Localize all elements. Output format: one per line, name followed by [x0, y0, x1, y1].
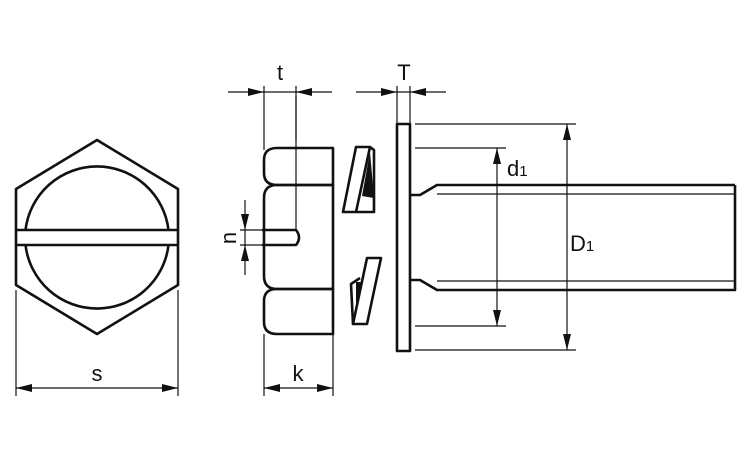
head-slot	[262, 228, 301, 247]
s-arrow-left	[16, 384, 32, 392]
k-arrow-left	[264, 384, 280, 392]
s-arrow-right	[162, 384, 178, 392]
label-n: n	[216, 232, 241, 244]
spring-washer-lower	[351, 256, 383, 326]
spring-washer-upper-shade	[362, 152, 374, 198]
n-arrow-bottom	[241, 245, 249, 261]
D1-arrow-top	[563, 124, 571, 140]
spring-washer-upper-edge	[356, 145, 376, 214]
k-arrow-right	[317, 384, 333, 392]
label-s: s	[92, 361, 103, 386]
head-middle-flat	[262, 183, 335, 291]
screw-shank	[410, 183, 737, 292]
label-k: k	[293, 361, 305, 386]
n-arrow-top	[241, 214, 249, 230]
label-T: T	[397, 60, 410, 85]
head-upper-flat	[262, 146, 335, 187]
label-D1-main: D	[570, 231, 586, 256]
hex-outline	[14, 138, 180, 336]
side-view: t n k T	[216, 60, 737, 396]
flat-washer	[395, 122, 412, 353]
t-arrow-right	[296, 88, 312, 96]
spring-washer-lower-shade	[356, 282, 362, 304]
spring-washer-lower-edge	[349, 276, 361, 325]
label-D1: D1	[570, 231, 594, 256]
label-d1-main: d	[507, 156, 519, 181]
label-d1-sub: 1	[519, 163, 527, 180]
front-view: s	[14, 138, 180, 396]
T-arrow-left	[381, 88, 397, 96]
label-t: t	[277, 60, 283, 85]
t-arrow-left	[248, 88, 264, 96]
d1-arrow-top	[493, 148, 501, 164]
head-lower-flat	[262, 287, 335, 336]
d1-arrow-bottom	[493, 310, 501, 326]
chamfer-circle	[24, 165, 170, 310]
T-arrow-right	[410, 88, 426, 96]
label-d1: d1	[507, 156, 528, 181]
label-D1-sub: 1	[586, 238, 594, 255]
slot	[17, 228, 177, 247]
D1-arrow-bottom	[563, 334, 571, 350]
